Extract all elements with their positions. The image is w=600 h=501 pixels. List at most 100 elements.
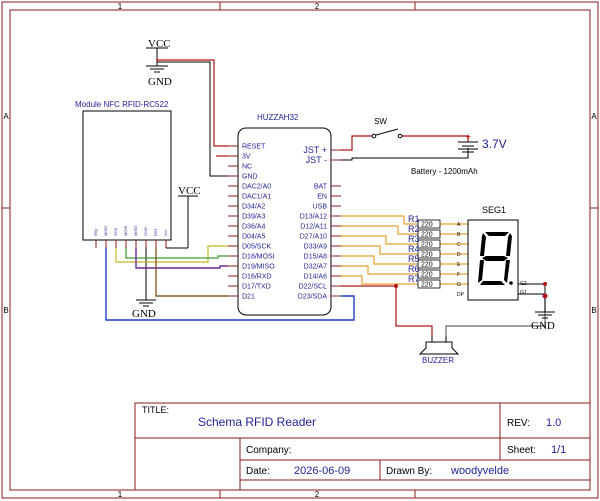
seg-pin-e: E [457,262,461,268]
rev-value: 1.0 [546,417,561,429]
drawn-by-value: woodyvelde [450,465,509,477]
mcu-left-pin-dac2-a0-4: DAC2/A0 [242,184,271,191]
mcu-left-pin-d39-a3-7: D39/A3 [242,214,265,221]
rfid-module: Module NFC RFID-RC522 IRQ MISO SCK MOSI … [75,100,172,248]
resistor-r2-name: R2 [408,224,420,234]
mcu-right-pin-d22-scl-12: D22/SCL [299,284,328,291]
vcc-label-rfid: VCC [178,185,201,197]
seg-pin-b: B [457,232,461,238]
seg-pin-d: D [457,252,461,258]
rfid-pin-irq: IRQ [93,229,98,236]
resistor-r6-name: R6 [408,264,420,274]
switch-label: SW [374,117,387,126]
resistor-r4-name: R4 [408,244,420,254]
mcu-left-pin-d21-15: D21 [242,294,255,301]
vcc-symbol-rfid: VCC [166,185,201,249]
resistor-r2-body [417,229,441,239]
mcu-left-pin-d16-rxd-13: D16/RXD [242,274,272,281]
rfid-pin-mosi: MOSI [123,226,128,236]
seg-pin-a: A [457,222,461,228]
rfid-pin-gnd: GND [143,227,148,236]
wires [105,58,546,336]
seg-digit-glyph [478,232,513,285]
resistor-r7-value: 220 [421,282,433,289]
seg-ground-g1: G1 [520,290,527,296]
mcu-left-pin-nc-2: NC [242,164,252,171]
battery-voltage: 3.7V [482,137,507,151]
mcu-left-pin-gnd-3: GND [242,174,258,181]
company-label: Company: [246,445,292,456]
mcu-right-pin-d15-a8-9: D15/A8 [304,254,327,261]
huzzah32-module: HUZZAH32 RESET3VNCGNDDAC2/A0DAC1/A1D34/A… [228,113,341,316]
seg-pin-f: F [457,272,460,278]
rfid-pin-2: MISO [103,226,108,236]
seg-title: SEG1 [482,205,506,215]
sheet-value: 1/1 [551,444,566,456]
rfid-module-title: Module NFC RFID-RC522 [75,100,169,109]
title-value: Schema RFID Reader [198,415,316,429]
mcu-right-pin-d12-a11-6: D12/A11 [300,224,327,231]
sheet-label: Sheet: [507,445,536,456]
resistor-r4-body [417,249,441,259]
resistor-r1-body [417,219,441,229]
rfid-pins: IRQ MISO SCK MOSI MISO GND RST Vcc [93,226,168,248]
vcc-gnd-top-symbol: VCC GND [146,38,172,88]
mcu-right-pin-d27-a10-7: D27/A10 [300,234,327,241]
resistor-r3-body [417,239,441,249]
mcu-right-pin-bat-2: BAT [314,184,328,191]
huzzah32-title: HUZZAH32 [257,113,299,122]
switch-sw: SW [371,117,403,139]
gnd-symbol-rfid: GND [132,248,156,320]
frame-row-b-left: B [3,306,8,315]
frame-row-a-left: A [3,112,9,121]
wire-sda [105,248,355,321]
wire-rst [155,248,228,297]
gnd-label-seg: GND [531,320,555,332]
mcu-right-pin-d23-sda-13: D23/SDA [298,294,328,301]
mcu-left-pin-d34-a2-6: D34/A2 [242,204,265,211]
frame-col-1-top: 1 [118,2,123,11]
resistor-r7-body [417,279,441,289]
battery: + 3.7V Battery - 1200mAh [411,132,507,176]
seg-ground-g2: G2 [520,281,527,287]
buzzer: BUZZER [418,336,460,365]
resistor-r3-value: 220 [421,242,433,249]
drawn-by-label: Drawn By: [386,466,432,477]
rfid-pin-rst: RST [153,227,158,236]
wire-gnd-mcu [157,61,228,177]
seg-pin-c: C [457,242,461,248]
wire-sck [115,245,228,263]
wire-miso [135,248,228,269]
mcu-left-pin-d36-a4-8: D36/A4 [242,224,265,231]
junctions [394,282,548,299]
gnd-label-top: GND [148,76,172,88]
mcu-left-pin-3v-1: 3V [242,154,251,161]
rfid-pin-miso: MISO [133,226,138,236]
date-value: 2026-06-09 [294,465,350,477]
mcu-left-pin-dac1-a1-5: DAC1/A1 [242,194,271,201]
vcc-label-top: VCC [148,38,171,50]
frame-col-2-bottom: 2 [315,490,320,499]
mcu-left-pin-d17-txd-14: D17/TXD [242,284,271,291]
mcu-right-pin-jst-0: JST + [303,145,327,155]
buzzer-label: BUZZER [422,356,454,365]
frame-row-b-right: B [591,306,596,315]
huzzah32-body [237,127,332,316]
resistor-r4-value: 220 [421,252,433,259]
wire-buzzer [341,285,433,336]
mcu-left-pin-d19-miso-12: D19/MISO [242,264,275,271]
frame-col-1-bottom: 1 [118,490,123,499]
mcu-left-pin-d05-sck-10: D05/SCK [242,244,272,251]
resistor-r2-value: 220 [421,232,433,239]
mcu-right-pin-usb-4: USB [313,204,328,211]
seg-pin-g: G [457,282,461,288]
frame-col-2-top: 2 [315,2,320,11]
frame-row-a-right: A [591,112,597,121]
huzzah32-right-pins: JST +JST -BATENUSBD13/A12D12/A11D27/A10D… [298,145,341,301]
mcu-right-pin-d32-a7-10: D32/A7 [304,264,327,271]
rev-label: REV: [507,418,530,429]
title-label: TITLE: [142,405,169,415]
